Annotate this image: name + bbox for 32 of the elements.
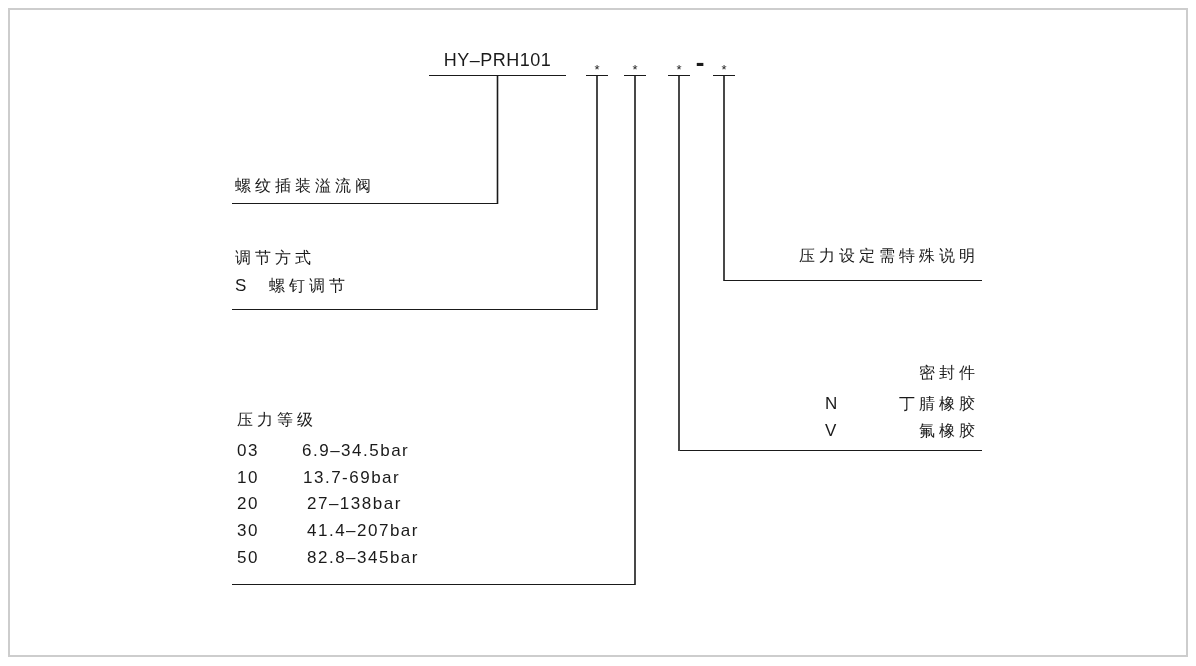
option-description: 13.7-69bar	[303, 467, 401, 489]
placeholder-asterisk: *	[676, 61, 682, 79]
model-code: HY–PRH101	[443, 48, 552, 72]
option-heading: 压力设定需特殊说明	[799, 246, 979, 266]
option-description: 82.8–345bar	[307, 547, 419, 569]
option-description: 6.9–34.5bar	[302, 440, 410, 462]
option-heading: 密封件	[919, 363, 979, 383]
leader-line	[723, 75, 725, 282]
leader-line	[634, 75, 636, 586]
option-code: 03	[237, 440, 259, 462]
separator-dash: -	[695, 57, 705, 66]
option-code: 30	[237, 520, 259, 542]
leader-line	[678, 75, 680, 452]
placeholder-asterisk: *	[594, 61, 600, 79]
option-heading: 螺纹插装溢流阀	[235, 176, 375, 196]
option-heading: 调节方式	[235, 248, 315, 268]
option-code: N	[825, 393, 839, 415]
leader-line	[496, 75, 499, 205]
option-code: 20	[237, 493, 259, 515]
option-code: 50	[237, 547, 259, 569]
option-description: 41.4–207bar	[307, 520, 419, 542]
option-code: S	[235, 275, 248, 297]
placeholder-asterisk: *	[632, 61, 638, 79]
option-code: V	[825, 420, 838, 442]
option-code: 10	[237, 467, 259, 489]
placeholder-asterisk: *	[721, 61, 727, 79]
option-description: 氟橡胶	[919, 421, 979, 441]
leader-line	[596, 75, 598, 311]
option-description: 丁腈橡胶	[899, 394, 979, 414]
option-description: 27–138bar	[307, 493, 402, 515]
option-description: 螺钉调节	[269, 276, 349, 296]
option-heading: 压力等级	[237, 410, 317, 430]
